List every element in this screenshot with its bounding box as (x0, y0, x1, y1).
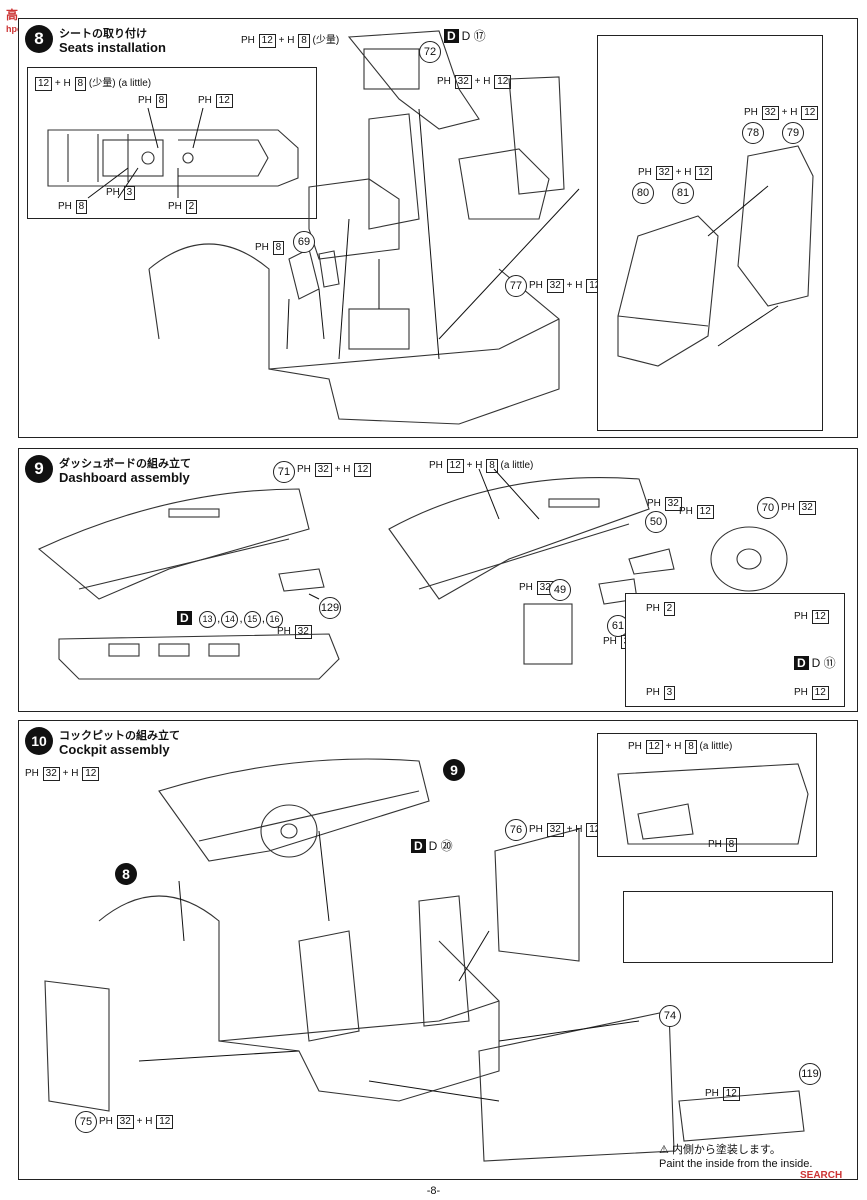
wheel-ph12-bottom: PH 12 (794, 686, 829, 700)
step10-number: 10 (25, 727, 53, 755)
step9-title-jp: ダッシュボードの組み立て (59, 458, 191, 470)
wheel-ph12-top: PH 12 (794, 610, 829, 624)
console-drawing (47, 107, 299, 199)
part-78: 78 (742, 122, 764, 144)
part-76: 76 (505, 819, 527, 841)
step10-paint-main: PH 32 + H 12 (25, 767, 100, 781)
dashboard-drawing-left (37, 488, 340, 680)
paint-note: ⚠ 内側から塗装します。 Paint the inside from the i… (659, 1144, 813, 1170)
step9-panel: 9 ダッシュボードの組み立て Dashboard assembly 71 PH … (18, 448, 858, 712)
step8-console-inset: 12 + H 8 (少量) (a little) PH 8 PH 12 PH 8… (27, 67, 317, 219)
warning-icon: ⚠ (659, 1144, 669, 1156)
console-paint-label: PH 12 + H 8 (少量) (241, 34, 340, 48)
step10-panel: 10 コックピットの組み立て Cockpit assembly PH 32 + … (18, 720, 858, 1180)
inset-ph3: PH 3 (106, 186, 136, 200)
page-number: -8- (426, 1185, 441, 1197)
step8-title-jp: シートの取り付け (59, 28, 147, 40)
step9-title-en: Dashboard assembly (59, 470, 190, 485)
part-119: 119 (799, 1063, 821, 1085)
dash-paint-left: PH 32 + H 12 (297, 463, 372, 477)
inset-ph8-bottom: PH 8 (58, 200, 88, 214)
seat-paint-top: PH 32 + H 12 (744, 106, 819, 120)
ref-step8-badge: 8 (115, 863, 137, 885)
inset-ph8-top: PH 8 (138, 94, 168, 108)
ph8-pedal: PH 8 (255, 241, 285, 255)
ref-step9-badge: 9 (443, 759, 465, 781)
part-50: 50 (645, 511, 667, 533)
step9-number: 9 (25, 455, 53, 483)
door-paint-top: PH 12 + H 8 (a little) (628, 740, 733, 754)
part-61: 61 (607, 615, 629, 637)
door-detail-box: PH 12 + H 8 (a little) PH 8 (597, 733, 817, 857)
step10-title-jp: コックピットの組み立て (59, 730, 180, 742)
part-75: 75 (75, 1111, 97, 1133)
part-74: 74 (659, 1005, 681, 1027)
dash-paint-right-top: PH 12 + H 8 (a little) (429, 459, 534, 473)
part-81: 81 (672, 182, 694, 204)
ph32-console: PH 32 + H 12 (437, 75, 512, 89)
part-70: 70 (757, 497, 779, 519)
dash-decal-main: D 13,14,15,16 (177, 611, 284, 628)
part-129: 129 (319, 597, 341, 619)
inset-ph2: PH 2 (168, 200, 198, 214)
watermark-logo: 高 (6, 8, 19, 22)
paint-75: PH 32 + H 12 (99, 1115, 174, 1129)
seat-detail-box: PH 32 + H 12 78 79 PH 32 + H 12 80 81 (597, 35, 823, 431)
dash-ph32-steer: PH 32 (647, 497, 682, 511)
part-79: 79 (782, 122, 804, 144)
watermark-bottom: SEARCH (800, 1170, 843, 1181)
door-ph8: PH 8 (708, 838, 738, 852)
part-71: 71 (273, 461, 295, 483)
seats-chassis-drawing (148, 30, 580, 425)
step8-title-en: Seats installation (59, 40, 166, 55)
step8-number: 8 (25, 25, 53, 53)
door-detail-drawing (617, 763, 809, 845)
part-69: 69 (293, 231, 315, 253)
part-49: 49 (549, 579, 571, 601)
step10-title-en: Cockpit assembly (59, 742, 170, 757)
ph32-chassis: PH 32 + H 12 (529, 279, 604, 293)
wheel-ph2: PH 2 (646, 602, 676, 616)
paint-119: PH 12 (705, 1087, 740, 1101)
step8-panel: 8 シートの取り付け Seats installation 12 + H 8 (… (18, 18, 858, 438)
dash-ph12-steer: PH 12 (679, 505, 714, 519)
part-77: 77 (505, 275, 527, 297)
part-80: 80 (632, 182, 654, 204)
seat-detail-drawing (617, 145, 814, 367)
cockpit-drawing (44, 758, 805, 1162)
dash-paint-ph32: PH 32 (277, 625, 312, 639)
inset-paint-label: 12 + H 8 (少量) (a little) (34, 74, 151, 91)
dash-ph32-wheel: PH 32 (781, 501, 816, 515)
wheel-ph3: PH 3 (646, 686, 676, 700)
seat-paint-mid: PH 32 + H 12 (638, 166, 713, 180)
light-detail-box (623, 891, 833, 963)
paint-76: PH 32 + H 12 (529, 823, 604, 837)
inset-ph12-top: PH 12 (198, 94, 233, 108)
